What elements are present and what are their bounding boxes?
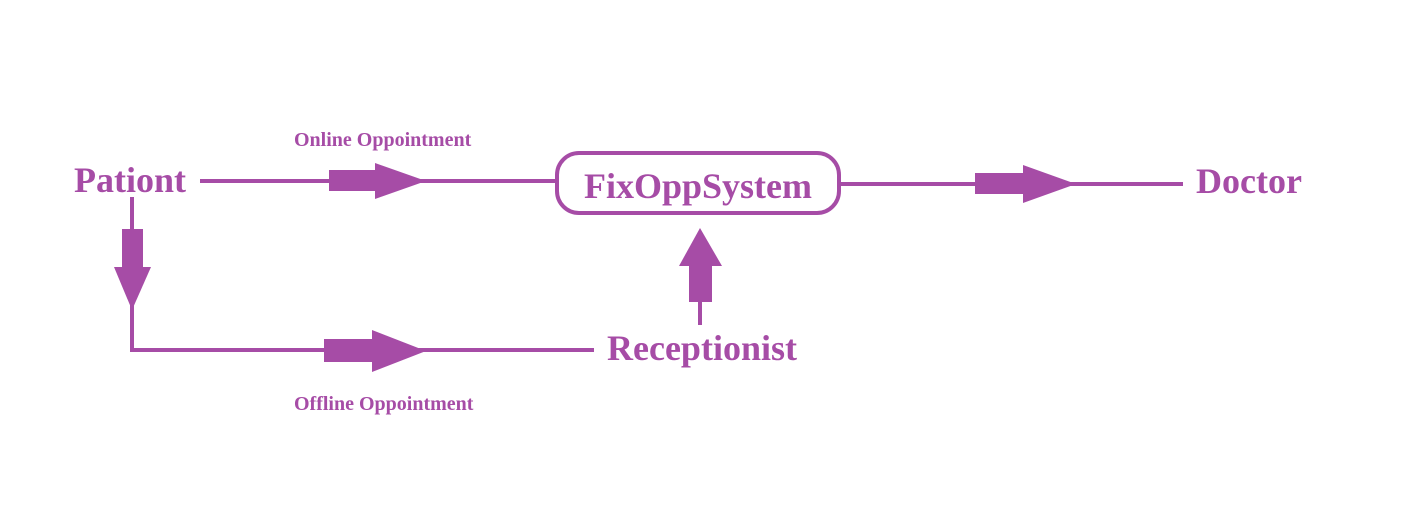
connector-lines: [130, 179, 1183, 352]
doctor-arrow-icon: [975, 165, 1076, 203]
receptionist-node-label: Receptionist: [607, 328, 797, 368]
doctor-node-label: Doctor: [1196, 161, 1302, 201]
up-arrow-icon: [679, 228, 722, 302]
offline-arrow-icon: [324, 330, 426, 372]
patient-node-label: Pationt: [74, 160, 186, 200]
arrowheads: [114, 163, 1076, 372]
system-node-label: FixOppSystem: [584, 166, 812, 206]
online-arrow-icon: [329, 163, 426, 199]
online-edge-label: Online Oppointment: [294, 129, 472, 151]
offline-edge-label: Offline Oppointment: [294, 393, 474, 415]
down-arrow-icon: [114, 229, 151, 310]
system-node-box: [555, 151, 841, 215]
